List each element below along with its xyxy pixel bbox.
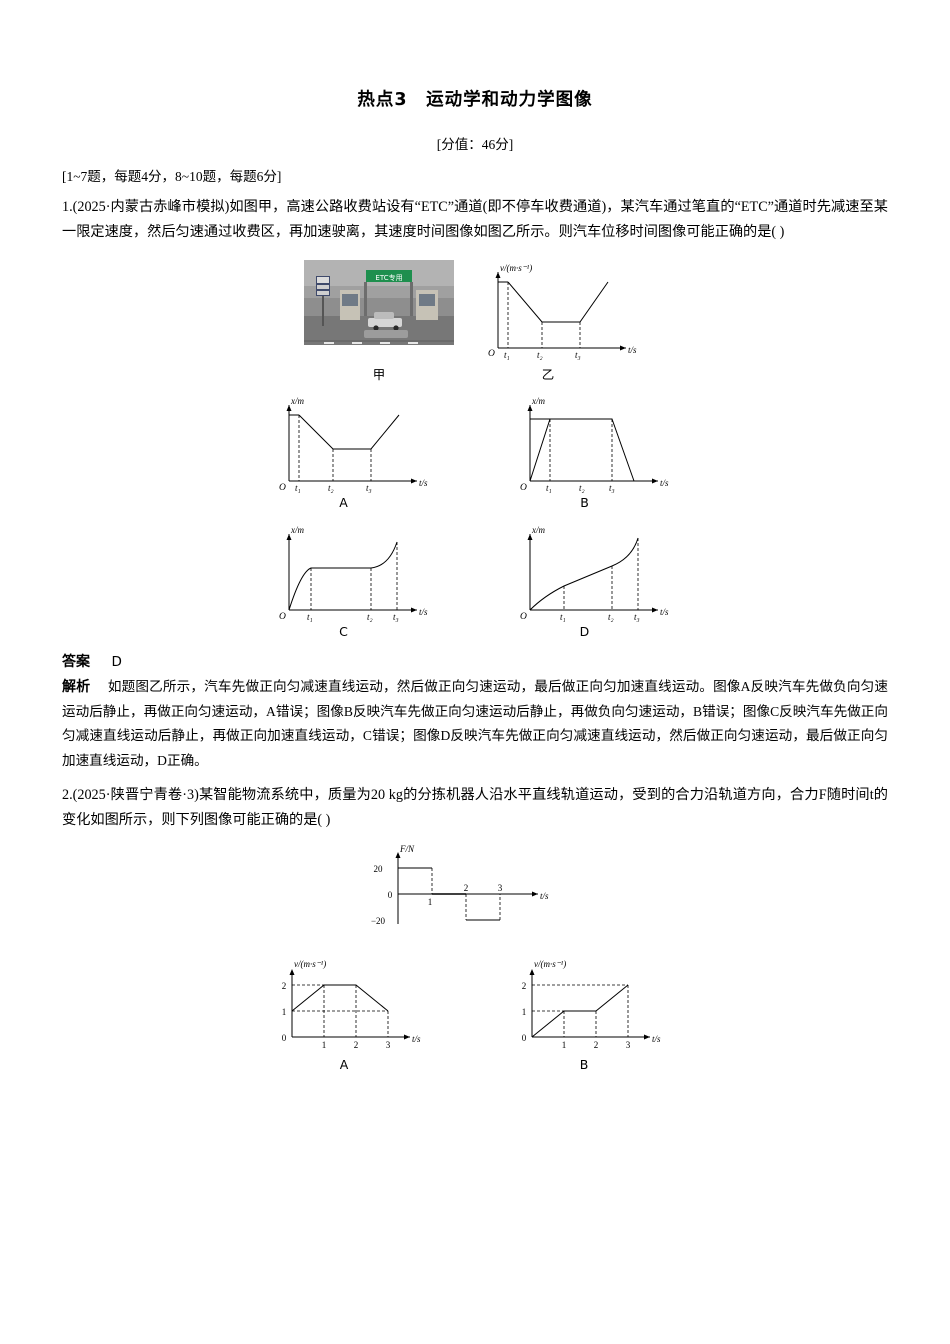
q2-opt-a-y-label: v/(m·s⁻¹): [294, 959, 326, 969]
yi-x-axis-label: t/s: [628, 345, 637, 355]
opt-b-tick-t3: t₃: [609, 483, 615, 493]
chart-option-b-xt: x/m t/s O t₁ t₂ t₃: [520, 396, 669, 493]
q2-opt-a-xtick-3: 3: [386, 1040, 391, 1050]
q2-options: v/(m·s⁻¹) t/s 2 1 0 1 2 3 A: [62, 955, 888, 1072]
q2-main-xtick-1: 1: [428, 897, 433, 907]
q2-opt-b-x-label: t/s: [652, 1034, 661, 1044]
fig-jia: ETC专用 甲: [304, 259, 454, 383]
chart-q2-option-b-vt: v/(m·s⁻¹) t/s 2 1 0 1 2 3: [522, 959, 661, 1050]
opt-c-tick-t2: t₂: [367, 612, 373, 622]
q1-option-a: x/m t/s O t₁ t₂ t₃ A: [267, 393, 442, 510]
opt-a-y-label: x/m: [290, 396, 304, 406]
q1-option-b: x/m t/s O t₁ t₂ t₃ B: [508, 393, 683, 510]
yi-tick-t1: t₁: [504, 350, 510, 360]
opt-b-tick-t1: t₁: [546, 483, 552, 493]
q2-opt-b-y-label: v/(m·s⁻¹): [534, 959, 566, 969]
opt-b-tick-t2: t₂: [579, 483, 585, 493]
opt-d-y-label: x/m: [531, 525, 545, 535]
q2-opt-a-ytick-0: 0: [282, 1033, 287, 1043]
page-title: 热点3 运动学和动力学图像: [357, 90, 593, 110]
q1-option-d-label: D: [579, 623, 590, 639]
q2-opt-a-xtick-2: 2: [354, 1040, 359, 1050]
answer-value: D: [111, 653, 122, 670]
q2-main-ytick-20: 20: [374, 864, 384, 874]
chart-yi-vt: v/(m·s⁻¹) t/s O t₁ t₂ t₃: [488, 263, 637, 360]
q2-opt-b-ytick-0: 0: [522, 1033, 527, 1043]
yi-tick-t2: t₂: [537, 350, 543, 360]
q1-option-d: x/m t/s O t₁ t₂ t₃ D: [508, 522, 683, 639]
q2-main-xtick-3: 3: [498, 883, 503, 893]
opt-c-y-label: x/m: [290, 525, 304, 535]
question-2-text: 2.(2025·陕晋宁青卷·3)某智能物流系统中，质量为20 kg的分拣机器人沿…: [62, 787, 888, 829]
q2-opt-b-ytick-1: 1: [522, 1007, 527, 1017]
etc-sign-label: ETC专用: [375, 273, 402, 282]
chart-option-c-xt: x/m t/s O t₁ t₂ t₃: [279, 525, 428, 622]
q2-option-b-label: B: [579, 1056, 589, 1072]
fig-yi-caption: 乙: [541, 366, 555, 382]
opt-b-y-label: x/m: [531, 396, 545, 406]
q1-top-figures: ETC专用 甲: [62, 259, 888, 383]
fig-jia-caption: 甲: [372, 366, 386, 382]
q1-option-c-label: C: [339, 623, 348, 639]
chart-option-a-xt: x/m t/s O t₁ t₂ t₃: [279, 396, 428, 493]
opt-b-x-label: t/s: [660, 478, 669, 488]
answer-line: 答案 D: [62, 651, 888, 671]
q2-main-ytick-0: 0: [388, 890, 393, 900]
q2-opt-b-xtick-2: 2: [594, 1040, 599, 1050]
opt-d-origin: O: [520, 612, 527, 622]
opt-a-x-label: t/s: [419, 478, 428, 488]
opt-a-tick-t3: t₃: [366, 483, 372, 493]
opt-d-tick-t2: t₂: [608, 612, 614, 622]
yi-tick-t3: t₃: [575, 350, 581, 360]
q2-option-a-label: A: [339, 1056, 349, 1072]
chart-option-d-xt: x/m t/s O t₁ t₂ t₃: [520, 525, 669, 622]
q1-option-b-label: B: [580, 494, 589, 510]
q2-opt-b-ytick-2: 2: [522, 981, 527, 991]
q2-main-x-label: t/s: [540, 891, 549, 901]
q2-main-figure-wrap: F/N t/s 20 0 −20 1 2 3: [62, 842, 888, 947]
q2-option-b: v/(m·s⁻¹) t/s 2 1 0 1 2 3 B: [500, 955, 690, 1072]
opt-c-origin: O: [279, 612, 286, 622]
q2-opt-b-xtick-3: 3: [626, 1040, 631, 1050]
q2-main-xtick-2: 2: [464, 883, 469, 893]
q1-option-c: x/m t/s O t₁ t₂ t₃ C: [267, 522, 442, 639]
q2-opt-a-x-label: t/s: [412, 1034, 421, 1044]
opt-c-tick-t3: t₃: [393, 612, 399, 622]
opt-d-x-label: t/s: [660, 607, 669, 617]
q1-option-a-label: A: [339, 494, 348, 510]
q1-options-ab: x/m t/s O t₁ t₂ t₃ A x/m t/s O: [62, 393, 888, 510]
opt-c-x-label: t/s: [419, 607, 428, 617]
opt-d-tick-t3: t₃: [634, 612, 640, 622]
q2-main-ytick-neg20: −20: [371, 916, 386, 926]
yi-y-axis-label: v/(m·s⁻¹): [500, 263, 532, 273]
q1-options-cd: x/m t/s O t₁ t₂ t₃ C x/m t/s O: [62, 522, 888, 639]
q2-option-a: v/(m·s⁻¹) t/s 2 1 0 1 2 3 A: [260, 955, 450, 1072]
opt-b-origin: O: [520, 483, 527, 493]
etc-photo: ETC专用: [304, 259, 454, 345]
opt-a-tick-t2: t₂: [328, 483, 334, 493]
q2-opt-a-ytick-1: 1: [282, 1007, 287, 1017]
solution-block: 解析 如题图乙所示，汽车先做正向匀减速直线运动，然后做正向匀速运动，最后做正向匀…: [62, 675, 888, 774]
fig-yi: v/(m·s⁻¹) t/s O t₁ t₂ t₃ 乙: [476, 260, 646, 383]
opt-c-tick-t1: t₁: [307, 612, 313, 622]
chart-q2-option-a-vt: v/(m·s⁻¹) t/s 2 1 0 1 2 3: [282, 959, 421, 1050]
solution-text: 如题图乙所示，汽车先做正向匀减速直线运动，然后做正向匀速运动，最后做正向匀加速直…: [62, 678, 888, 768]
answer-label: 答案: [62, 653, 90, 670]
yi-origin-label: O: [488, 349, 495, 359]
question-1-text: 1.(2025·内蒙古赤峰市模拟)如图甲，高速公路收费站设有“ETC”通道(即不…: [62, 199, 888, 241]
q2-opt-a-xtick-1: 1: [322, 1040, 327, 1050]
q2-opt-a-ytick-2: 2: [282, 981, 287, 991]
opt-a-tick-t1: t₁: [295, 483, 301, 493]
solution-label: 解析: [62, 678, 91, 695]
scoring-rule: [1~7题，每题4分，8~10题，每题6分]: [62, 169, 282, 184]
q2-opt-b-xtick-1: 1: [562, 1040, 567, 1050]
opt-a-origin: O: [279, 483, 286, 493]
score-line: [分值：46分]: [436, 137, 514, 152]
opt-d-tick-t1: t₁: [560, 612, 566, 622]
q2-main-y-label: F/N: [399, 844, 415, 854]
chart-q2-ft: F/N t/s 20 0 −20 1 2 3: [371, 844, 549, 926]
